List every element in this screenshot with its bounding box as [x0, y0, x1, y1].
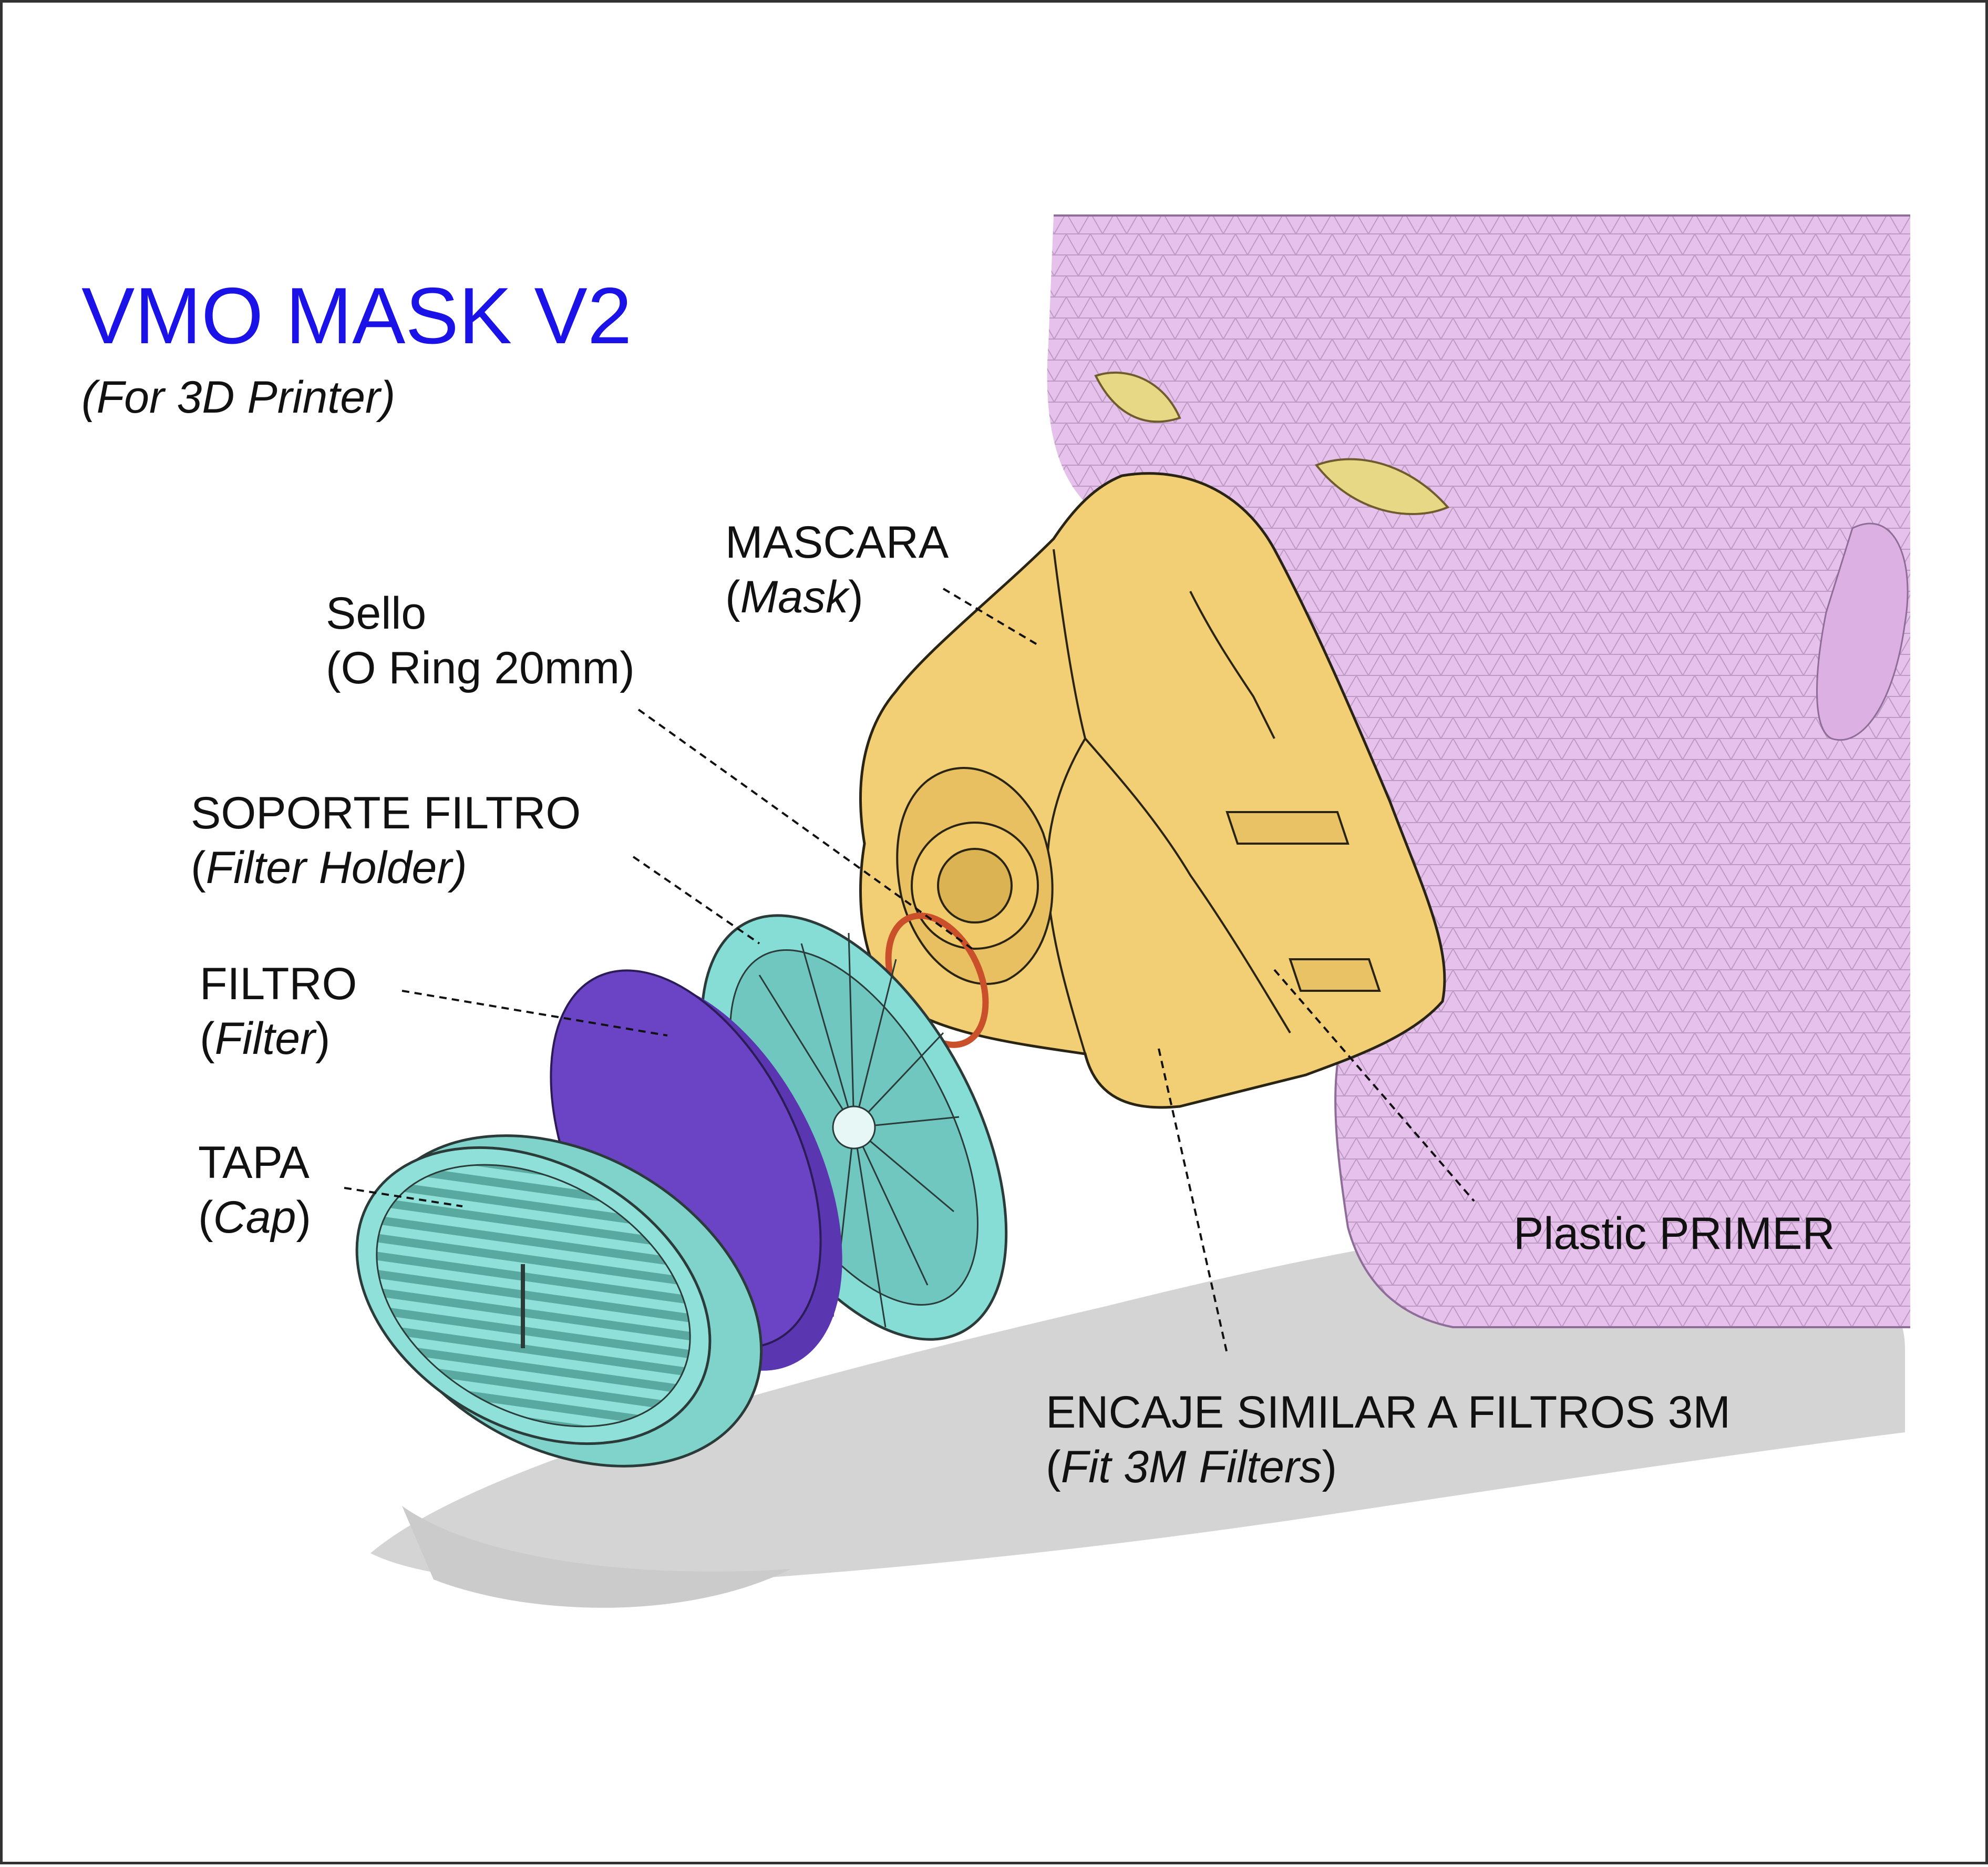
ear	[1816, 522, 1909, 741]
label-filtro: FILTRO (Filter)	[200, 957, 357, 1066]
left-eye	[1094, 371, 1181, 423]
leader-tapa	[344, 1187, 463, 1207]
label-mascara-es: MASCARA	[725, 517, 949, 568]
label-mascara-en: (Mask)	[725, 572, 863, 622]
leader-filtro	[401, 990, 668, 1037]
title-block: VMO MASK V2 (For 3D Printer)	[81, 276, 632, 424]
label-filtro-es: FILTRO	[200, 959, 357, 1009]
leader-sello	[637, 709, 973, 950]
page-subtitle: (For 3D Printer)	[81, 372, 396, 423]
label-tapa-es: TAPA	[198, 1137, 310, 1188]
cap-shadow	[402, 1506, 791, 1608]
leader-soporte	[632, 856, 760, 945]
right-eye	[1314, 458, 1450, 515]
label-soporte-en: (Filter Holder)	[191, 843, 467, 893]
label-encaje-en: (Fit 3M Filters)	[1046, 1442, 1337, 1492]
leader-primer	[1273, 969, 1475, 1202]
head-outline	[1054, 214, 1910, 1328]
label-encaje: ENCAJE SIMILAR A FILTROS 3M (Fit 3M Filt…	[1046, 1385, 1731, 1494]
cap	[355, 1134, 763, 1468]
page-title: VMO MASK V2	[81, 271, 632, 361]
label-tapa: TAPA (Cap)	[198, 1135, 311, 1245]
label-sello: Sello (O Ring 20mm)	[326, 586, 635, 695]
leader-mascara	[942, 588, 1042, 648]
leader-encaje	[1158, 1048, 1228, 1354]
label-primer-text: Plastic PRIMER	[1513, 1208, 1835, 1259]
label-sello-en: (O Ring 20mm)	[326, 643, 635, 693]
label-plastic-primer: Plastic PRIMER	[1513, 1206, 1835, 1261]
label-encaje-es: ENCAJE SIMILAR A FILTROS 3M	[1046, 1387, 1731, 1438]
mask-illustration	[344, 214, 1910, 1608]
mask-shell	[859, 472, 1446, 1109]
label-sello-es: Sello	[326, 588, 427, 639]
label-soporte-es: SOPORTE FILTRO	[191, 788, 581, 838]
label-tapa-en: (Cap)	[198, 1192, 312, 1243]
label-mascara: MASCARA (Mask)	[725, 515, 949, 624]
label-soporte-filtro: SOPORTE FILTRO (Filter Holder)	[191, 786, 581, 895]
label-filtro-en: (Filter)	[200, 1013, 331, 1064]
leader-lines	[344, 588, 1475, 1354]
